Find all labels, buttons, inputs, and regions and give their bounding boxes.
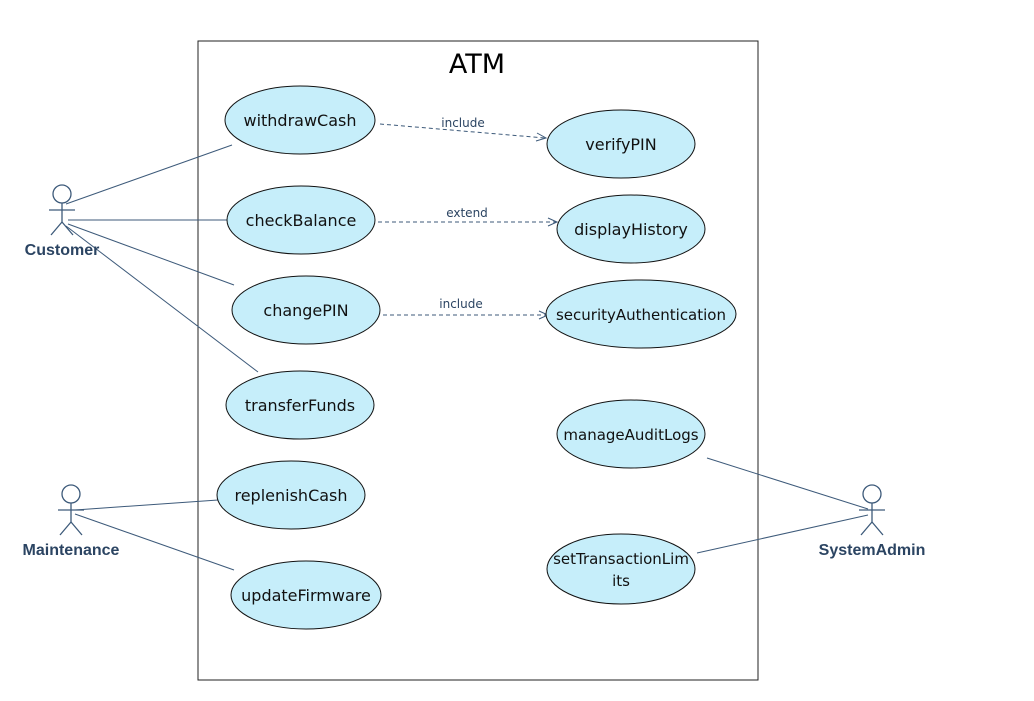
actor-maintenance[interactable]: Maintenance	[23, 484, 120, 559]
stick-figure-icon	[58, 484, 84, 536]
use-case-label: replenishCash	[234, 486, 347, 505]
use-case-ellipse	[545, 279, 737, 349]
system-title: ATM	[449, 49, 505, 80]
use-case-ellipse	[556, 399, 706, 469]
dep-check-display-label: extend	[446, 206, 488, 220]
use-case-label: manageAuditLogs	[563, 426, 698, 444]
use-case-settransactionlimits[interactable]: setTransactionLim its	[546, 533, 696, 605]
use-case-label: verifyPIN	[585, 135, 657, 154]
assoc-customer-changepin	[67, 223, 235, 286]
actor-label: Customer	[25, 242, 100, 259]
dependencies: include extend include	[378, 116, 559, 320]
use-case-ellipse	[556, 194, 706, 264]
assoc-sysadmin-manageauditlogs	[706, 457, 869, 510]
dep-change-security-label: include	[439, 297, 482, 311]
use-case-checkbalance[interactable]: checkBalance	[226, 185, 376, 255]
use-case-ellipse	[546, 533, 696, 605]
use-case-label: withdrawCash	[243, 111, 356, 130]
dep-withdraw-verify-arrowhead	[535, 132, 548, 142]
use-case-ellipse	[546, 109, 696, 179]
use-case-label: securityAuthentication	[556, 306, 726, 324]
actor-label: Maintenance	[23, 542, 120, 559]
use-case-displayhistory[interactable]: displayHistory	[556, 194, 706, 264]
dep-check-display-arrowhead	[547, 217, 559, 227]
use-case-manageauditlogs[interactable]: manageAuditLogs	[556, 399, 706, 469]
associations	[65, 144, 869, 571]
use-case-changepin[interactable]: changePIN	[231, 275, 381, 345]
use-case-label: changePIN	[263, 301, 348, 320]
use-case-ellipse	[230, 560, 382, 630]
assoc-maintenance-replenishcash	[74, 499, 219, 511]
use-case-securityauthentication[interactable]: securityAuthentication	[545, 279, 737, 349]
use-case-label: displayHistory	[574, 220, 688, 239]
use-case-replenishcash[interactable]: replenishCash	[216, 460, 366, 530]
stick-figure-icon	[859, 484, 885, 536]
use-case-label: transferFunds	[245, 396, 355, 415]
use-case-label-line1: setTransactionLim	[553, 550, 689, 568]
actor-systemadmin[interactable]: SystemAdmin	[819, 484, 926, 559]
use-case-withdrawcash[interactable]: withdrawCash	[224, 85, 376, 155]
assoc-sysadmin-settransactionlimits	[696, 514, 869, 554]
use-case-verifypin[interactable]: verifyPIN	[546, 109, 696, 179]
stick-figure-icon	[49, 184, 75, 236]
assoc-customer-transferfunds	[65, 225, 259, 373]
use-case-transferfunds[interactable]: transferFunds	[225, 370, 375, 440]
use-case-ellipse	[225, 370, 375, 440]
use-case-ellipse	[216, 460, 366, 530]
use-case-label: updateFirmware	[241, 586, 371, 605]
use-case-ellipse	[226, 185, 376, 255]
assoc-customer-withdrawcash	[65, 144, 233, 205]
use-case-ellipse	[231, 275, 381, 345]
actor-label: SystemAdmin	[819, 542, 926, 559]
use-case-updatefirmware[interactable]: updateFirmware	[230, 560, 382, 630]
actor-customer[interactable]: Customer	[25, 184, 100, 259]
assoc-maintenance-updatefirmware	[74, 513, 235, 571]
use-case-label-line2: its	[612, 572, 630, 590]
use-case-label: checkBalance	[246, 211, 357, 230]
use-case-ellipse	[224, 85, 376, 155]
dep-withdraw-verify-label: include	[441, 116, 484, 130]
